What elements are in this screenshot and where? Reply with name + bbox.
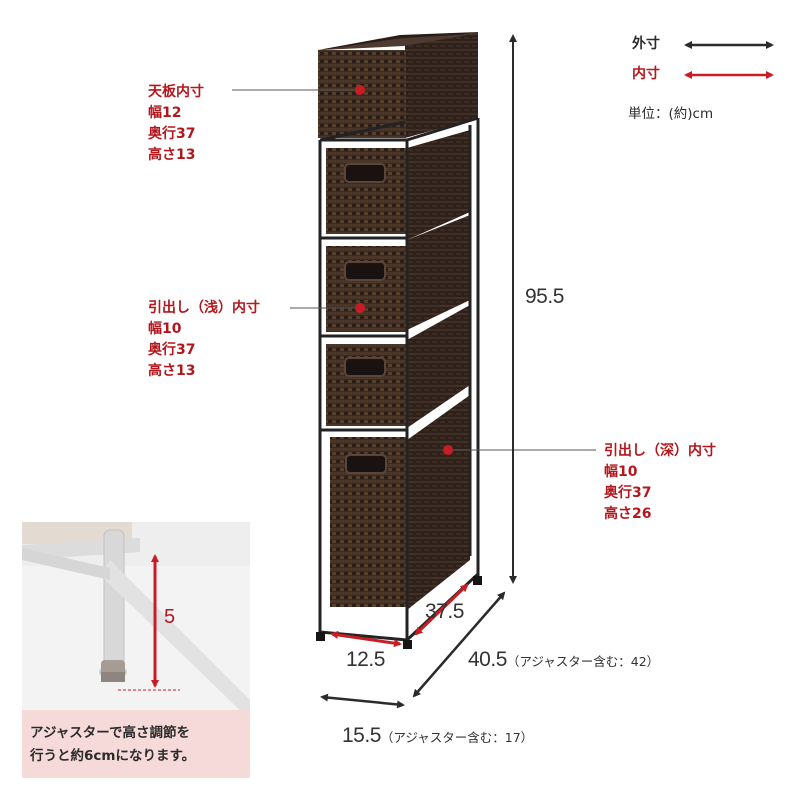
top-annotation-depth: 奥行37	[148, 126, 196, 142]
outer-depth-value: 40.5	[468, 648, 507, 671]
drawer-2-handle	[344, 261, 386, 281]
height-value: 95.5	[525, 285, 564, 308]
drawer-1-side	[407, 130, 470, 240]
outer-width-arrow	[320, 693, 405, 709]
deep-drawer-annotation: 引出し（深）内寸 幅10 奥行37 高さ26	[604, 441, 716, 525]
inner-width-arrow	[330, 630, 402, 648]
inner-depth-value: 37.5	[425, 600, 464, 623]
outer-width-label: 15.5（アジャスター含む：17）	[342, 724, 533, 748]
top-annotation-width: 幅12	[148, 105, 182, 121]
shallow-drawer-annotation: 引出し（浅）内寸 幅10 奥行37 高さ13	[148, 298, 260, 382]
adjuster-note-line2: 行うと約6cmになります。	[30, 748, 196, 764]
drawer-1-handle	[344, 163, 386, 183]
deep-annotation-depth: 奥行37	[604, 485, 652, 501]
outer-width-value: 15.5	[342, 724, 381, 747]
drawer-3-front	[326, 344, 406, 426]
shallow-annotation-title: 引出し（浅）内寸	[148, 300, 260, 316]
inset-note-band	[22, 710, 250, 778]
shallow-leader-dot	[355, 303, 365, 313]
drawer-2-side	[407, 215, 470, 330]
top-inner-annotation: 天板内寸 幅12 奥行37 高さ13	[148, 82, 204, 166]
top-leader-dot	[355, 85, 365, 95]
outer-width-note: （アジャスター含む：17）	[380, 730, 534, 745]
shallow-annotation-depth: 奥行37	[148, 342, 196, 358]
inner-width-value: 12.5	[346, 648, 385, 671]
adjuster-height-value: 5	[164, 606, 176, 628]
outer-depth-arrow	[412, 591, 506, 698]
adjuster-inset	[22, 522, 250, 778]
drawer-3-handle	[344, 357, 386, 377]
shallow-annotation-width: 幅10	[148, 321, 182, 337]
deep-leader-dot	[443, 445, 453, 455]
deep-annotation-height: 高さ26	[604, 506, 652, 522]
outer-depth-label: 40.5（アジャスター含む：42）	[468, 648, 659, 672]
adjuster-note-line1: アジャスターで高さ調節を	[30, 725, 190, 741]
metal-frame	[318, 116, 480, 644]
drawer-3-side	[407, 305, 470, 428]
top-basket-side	[405, 32, 478, 138]
top-annotation-title: 天板内寸	[148, 84, 204, 100]
shallow-annotation-height: 高さ13	[148, 363, 196, 379]
adjuster-note: アジャスターで高さ調節を 行うと約6cmになります。	[30, 722, 244, 768]
drawer-1-front	[326, 148, 406, 234]
deep-annotation-title: 引出し（深）内寸	[604, 443, 716, 459]
legend-inner-label: 内寸	[632, 66, 660, 82]
outer-depth-note: （アジャスター含む：42）	[506, 654, 660, 669]
drawer-4-handle	[345, 454, 387, 474]
drawer-4-side	[407, 395, 470, 610]
unit-label: 単位：(約)cm	[628, 106, 714, 122]
drawer-2-front	[326, 246, 406, 332]
storage-rack	[316, 32, 482, 649]
top-annotation-height: 高さ13	[148, 147, 196, 163]
legend-outer-label: 外寸	[632, 36, 660, 52]
deep-annotation-width: 幅10	[604, 464, 638, 480]
